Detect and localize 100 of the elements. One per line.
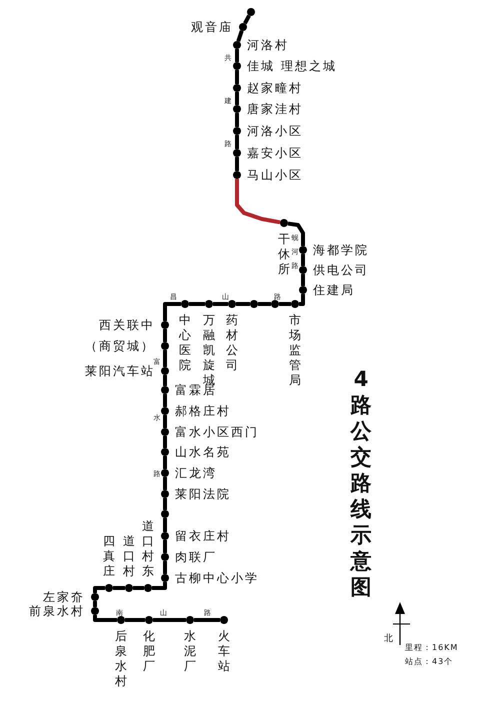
- route-line: [125, 618, 145, 622]
- station-dot: [145, 616, 153, 624]
- station-dot: [144, 584, 152, 592]
- route-line: [163, 394, 167, 407]
- station-dot: [186, 616, 194, 624]
- station-label: 富水小区西门: [175, 425, 259, 439]
- route-line: [163, 350, 167, 367]
- station-label: 佳城 理想之城: [247, 59, 337, 73]
- station-dot: [161, 532, 169, 540]
- station-label: 山水名苑: [175, 445, 231, 459]
- station-dot: [233, 171, 241, 179]
- route-line: [163, 436, 167, 448]
- station-dot: [233, 41, 241, 49]
- north-label: 北: [384, 632, 395, 646]
- station-label: 河洛村: [247, 38, 289, 52]
- station-dot: [205, 300, 213, 308]
- station-label: 水泥厂: [184, 629, 196, 674]
- station-label: 四真庄: [102, 534, 116, 579]
- station-label: 嘉安小区: [247, 146, 303, 160]
- station-label: 道口村东: [142, 519, 154, 579]
- station-dot: [161, 553, 169, 561]
- station-label: 海都学院: [313, 243, 369, 257]
- station-label: 马山小区: [247, 168, 303, 182]
- station-label: 化肥厂: [142, 629, 156, 674]
- station-dot: [299, 246, 307, 254]
- route-line: [163, 456, 167, 469]
- station-dot: [161, 574, 169, 582]
- station-dot: [161, 469, 169, 477]
- route-line: [133, 586, 144, 590]
- station-dot: [161, 428, 169, 436]
- route-line: [189, 302, 205, 306]
- route-line: [93, 586, 105, 593]
- station-dot: [161, 510, 169, 518]
- route-line: [163, 415, 167, 428]
- route-line: [163, 477, 167, 490]
- route-line: [163, 329, 167, 342]
- station-dot: [299, 286, 307, 294]
- station-label: 观音庙: [191, 20, 233, 34]
- station-dot: [125, 584, 133, 592]
- station-label: 后泉水村: [114, 629, 128, 689]
- route-line: [236, 302, 250, 306]
- station-label: 左家夼: [43, 590, 85, 604]
- station-label: 道口村: [122, 534, 136, 579]
- route-line: [279, 302, 291, 306]
- route-info: 站点：43个: [405, 656, 454, 668]
- station-dot: [233, 62, 241, 70]
- station-dot: [117, 616, 125, 624]
- station-label: 肉联厂: [175, 550, 217, 564]
- station-dot: [233, 149, 241, 157]
- route-info: 里程：16KM: [405, 642, 458, 654]
- station-dot: [161, 321, 169, 329]
- station-label: 汇龙湾: [175, 466, 217, 480]
- station-label: 中心医院: [178, 313, 192, 373]
- station-dot: [239, 23, 247, 31]
- station-dot: [250, 300, 258, 308]
- route-line: [243, 14, 251, 24]
- station-label: 郝格庄村: [175, 404, 231, 418]
- station-dot: [91, 607, 99, 615]
- route-line: [235, 49, 239, 62]
- station-label: 市场监管局: [288, 313, 302, 388]
- route-line: [236, 30, 244, 42]
- route-line: [163, 375, 167, 386]
- station-dot: [161, 407, 169, 415]
- route-line: [235, 157, 239, 171]
- station-dot: [233, 127, 241, 135]
- station-dot: [233, 105, 241, 113]
- route-line: [163, 561, 167, 574]
- route-line: [235, 70, 239, 84]
- station-label: 莱阳汽车站: [85, 364, 155, 378]
- route-line: [93, 601, 97, 607]
- route-line: [93, 615, 117, 622]
- station-dot: [271, 300, 279, 308]
- station-label: 留衣庄村: [175, 529, 231, 543]
- station-dot: [247, 8, 255, 16]
- station-dot: [161, 386, 169, 394]
- station-dot: [280, 219, 288, 227]
- route-line: [299, 294, 305, 306]
- station-label: （商贸城）: [85, 339, 155, 353]
- route-line: [235, 92, 239, 105]
- route-line: [163, 518, 167, 532]
- route-line: [194, 618, 220, 622]
- station-label: 唐家洼村: [247, 102, 303, 116]
- station-dot: [228, 300, 236, 308]
- station-dot: [299, 266, 307, 274]
- station-dot: [291, 300, 299, 308]
- station-dot: [181, 300, 189, 308]
- route-line: [163, 540, 167, 553]
- route-line: [153, 618, 186, 622]
- station-dot: [161, 490, 169, 498]
- route-line: [235, 179, 280, 224]
- station-dot: [91, 593, 99, 601]
- station-dot: [161, 367, 169, 375]
- station-dot: [220, 616, 228, 624]
- route-line: [288, 222, 305, 246]
- station-label: 火车站: [218, 629, 230, 674]
- route-line: [163, 498, 167, 510]
- station-dot: [161, 342, 169, 350]
- route-line: [213, 302, 228, 306]
- route-line: [113, 586, 125, 590]
- route-line: [163, 302, 181, 321]
